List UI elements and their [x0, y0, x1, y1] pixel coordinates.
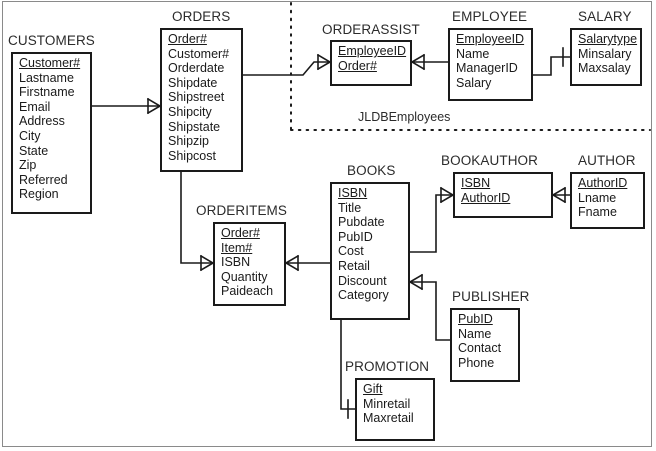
attribute-region: Region	[19, 187, 59, 202]
attribute-firstname: Firstname	[19, 85, 75, 100]
entity-title-publisher: PUBLISHER	[452, 289, 530, 304]
entity-orderitems[interactable]: Order# Item# ISBN Quantity Paideach	[213, 222, 286, 306]
attribute-salarytype: Salarytype	[578, 32, 638, 46]
attribute-email: Email	[19, 99, 51, 114]
attribute-pubid-pk: PubID	[458, 312, 493, 326]
attribute-shipcost: Shipcost	[168, 148, 216, 163]
attribute-retail: Retail	[338, 258, 370, 273]
attribute-isbn: ISBN	[338, 186, 368, 200]
entity-books[interactable]: ISBN Title Pubdate PubID Cost Retail Dis…	[330, 182, 410, 320]
entity-promotion[interactable]: Gift Minretail Maxretail	[355, 378, 435, 441]
attribute-cost: Cost	[338, 244, 364, 259]
entity-orderassist[interactable]: EmployeeID Order#	[330, 40, 412, 86]
attribute-salary: Salary	[456, 75, 492, 90]
entity-employee[interactable]: EmployeeID Name ManagerID Salary	[448, 28, 533, 101]
attribute-discount: Discount	[338, 273, 387, 288]
attribute-paideach: Paideach	[221, 284, 274, 299]
attribute-contact: Contact	[458, 341, 502, 356]
attribute-managerid: ManagerID	[456, 61, 518, 76]
attribute-employeeid: EmployeeID	[338, 44, 407, 58]
attribute-order-number-pk: Order#	[338, 58, 377, 73]
entity-author[interactable]: AuthorID Lname Fname	[570, 172, 645, 229]
entity-bookauthor[interactable]: ISBN AuthorID	[453, 172, 553, 218]
entity-title-orderassist: ORDERASSIST	[322, 22, 420, 37]
attribute-name: Name	[456, 46, 490, 61]
attribute-item-number: Item#	[221, 240, 253, 255]
entity-title-orders: ORDERS	[172, 9, 231, 24]
entity-title-promotion: PROMOTION	[345, 359, 430, 374]
entity-salary[interactable]: Salarytype Minsalary Maxsalay	[570, 28, 642, 86]
entity-title-customers: CUSTOMERS	[8, 33, 95, 48]
entity-publisher[interactable]: PubID Name Contact Phone	[450, 308, 520, 382]
attribute-isbn-ba: ISBN	[461, 176, 491, 190]
attribute-shipstreet: Shipstreet	[168, 90, 225, 105]
entity-title-author: AUTHOR	[578, 153, 636, 168]
attribute-shipstate: Shipstate	[168, 119, 221, 134]
entity-title-employee: EMPLOYEE	[452, 9, 528, 24]
diagram-frame	[2, 1, 652, 447]
attribute-orderdate: Orderdate	[168, 61, 225, 76]
entity-customers[interactable]: Customer# Lastname Firstname Email Addre…	[11, 52, 92, 214]
entity-orders[interactable]: Order# Customer# Orderdate Shipdate Ship…	[160, 28, 243, 172]
attribute-zip: Zip	[19, 158, 37, 173]
attribute-order-number-oi: Order#	[221, 226, 260, 240]
attribute-lname: Lname	[578, 190, 617, 205]
attribute-state: State	[19, 143, 49, 158]
attribute-authorid: AuthorID	[578, 176, 628, 190]
entity-title-orderitems: ORDERITEMS	[196, 203, 288, 218]
attribute-gift: Gift	[363, 382, 383, 396]
attribute-minsalary: Minsalary	[578, 46, 632, 61]
attribute-referred: Referred	[19, 172, 68, 187]
attribute-shipdate: Shipdate	[168, 75, 218, 90]
attribute-customer-number-fk: Customer#	[168, 46, 230, 61]
attribute-phone: Phone	[458, 355, 495, 370]
attribute-shipcity: Shipcity	[168, 104, 212, 119]
attribute-title: Title	[338, 200, 362, 215]
attribute-minretail: Minretail	[363, 396, 411, 411]
attribute-pubdate: Pubdate	[338, 215, 385, 230]
attribute-lastname: Lastname	[19, 70, 74, 85]
attribute-employeeid-pk: EmployeeID	[456, 32, 525, 46]
attribute-city: City	[19, 128, 41, 143]
attribute-publisher-name: Name	[458, 326, 492, 341]
attribute-maxretail: Maxretail	[363, 411, 414, 426]
entity-title-bookauthor: BOOKAUTHOR	[441, 153, 539, 168]
attribute-maxsalary: Maxsalay	[578, 61, 631, 76]
attribute-pubid: PubID	[338, 229, 373, 244]
attribute-quantity: Quantity	[221, 269, 268, 284]
entity-title-books: BOOKS	[347, 163, 396, 178]
entity-title-salary: SALARY	[578, 9, 632, 24]
attribute-category: Category	[338, 288, 389, 303]
attribute-order-number: Order#	[168, 32, 207, 46]
attribute-fname: Fname	[578, 205, 617, 220]
zone-label-jldbemployees: JLDBEmployees	[358, 110, 451, 124]
attribute-customer-number: Customer#	[19, 56, 81, 70]
attribute-authorid-ba: AuthorID	[461, 190, 511, 205]
attribute-shipzip: Shipzip	[168, 134, 209, 149]
attribute-isbn-fk: ISBN	[221, 255, 251, 270]
attribute-address: Address	[19, 114, 65, 129]
